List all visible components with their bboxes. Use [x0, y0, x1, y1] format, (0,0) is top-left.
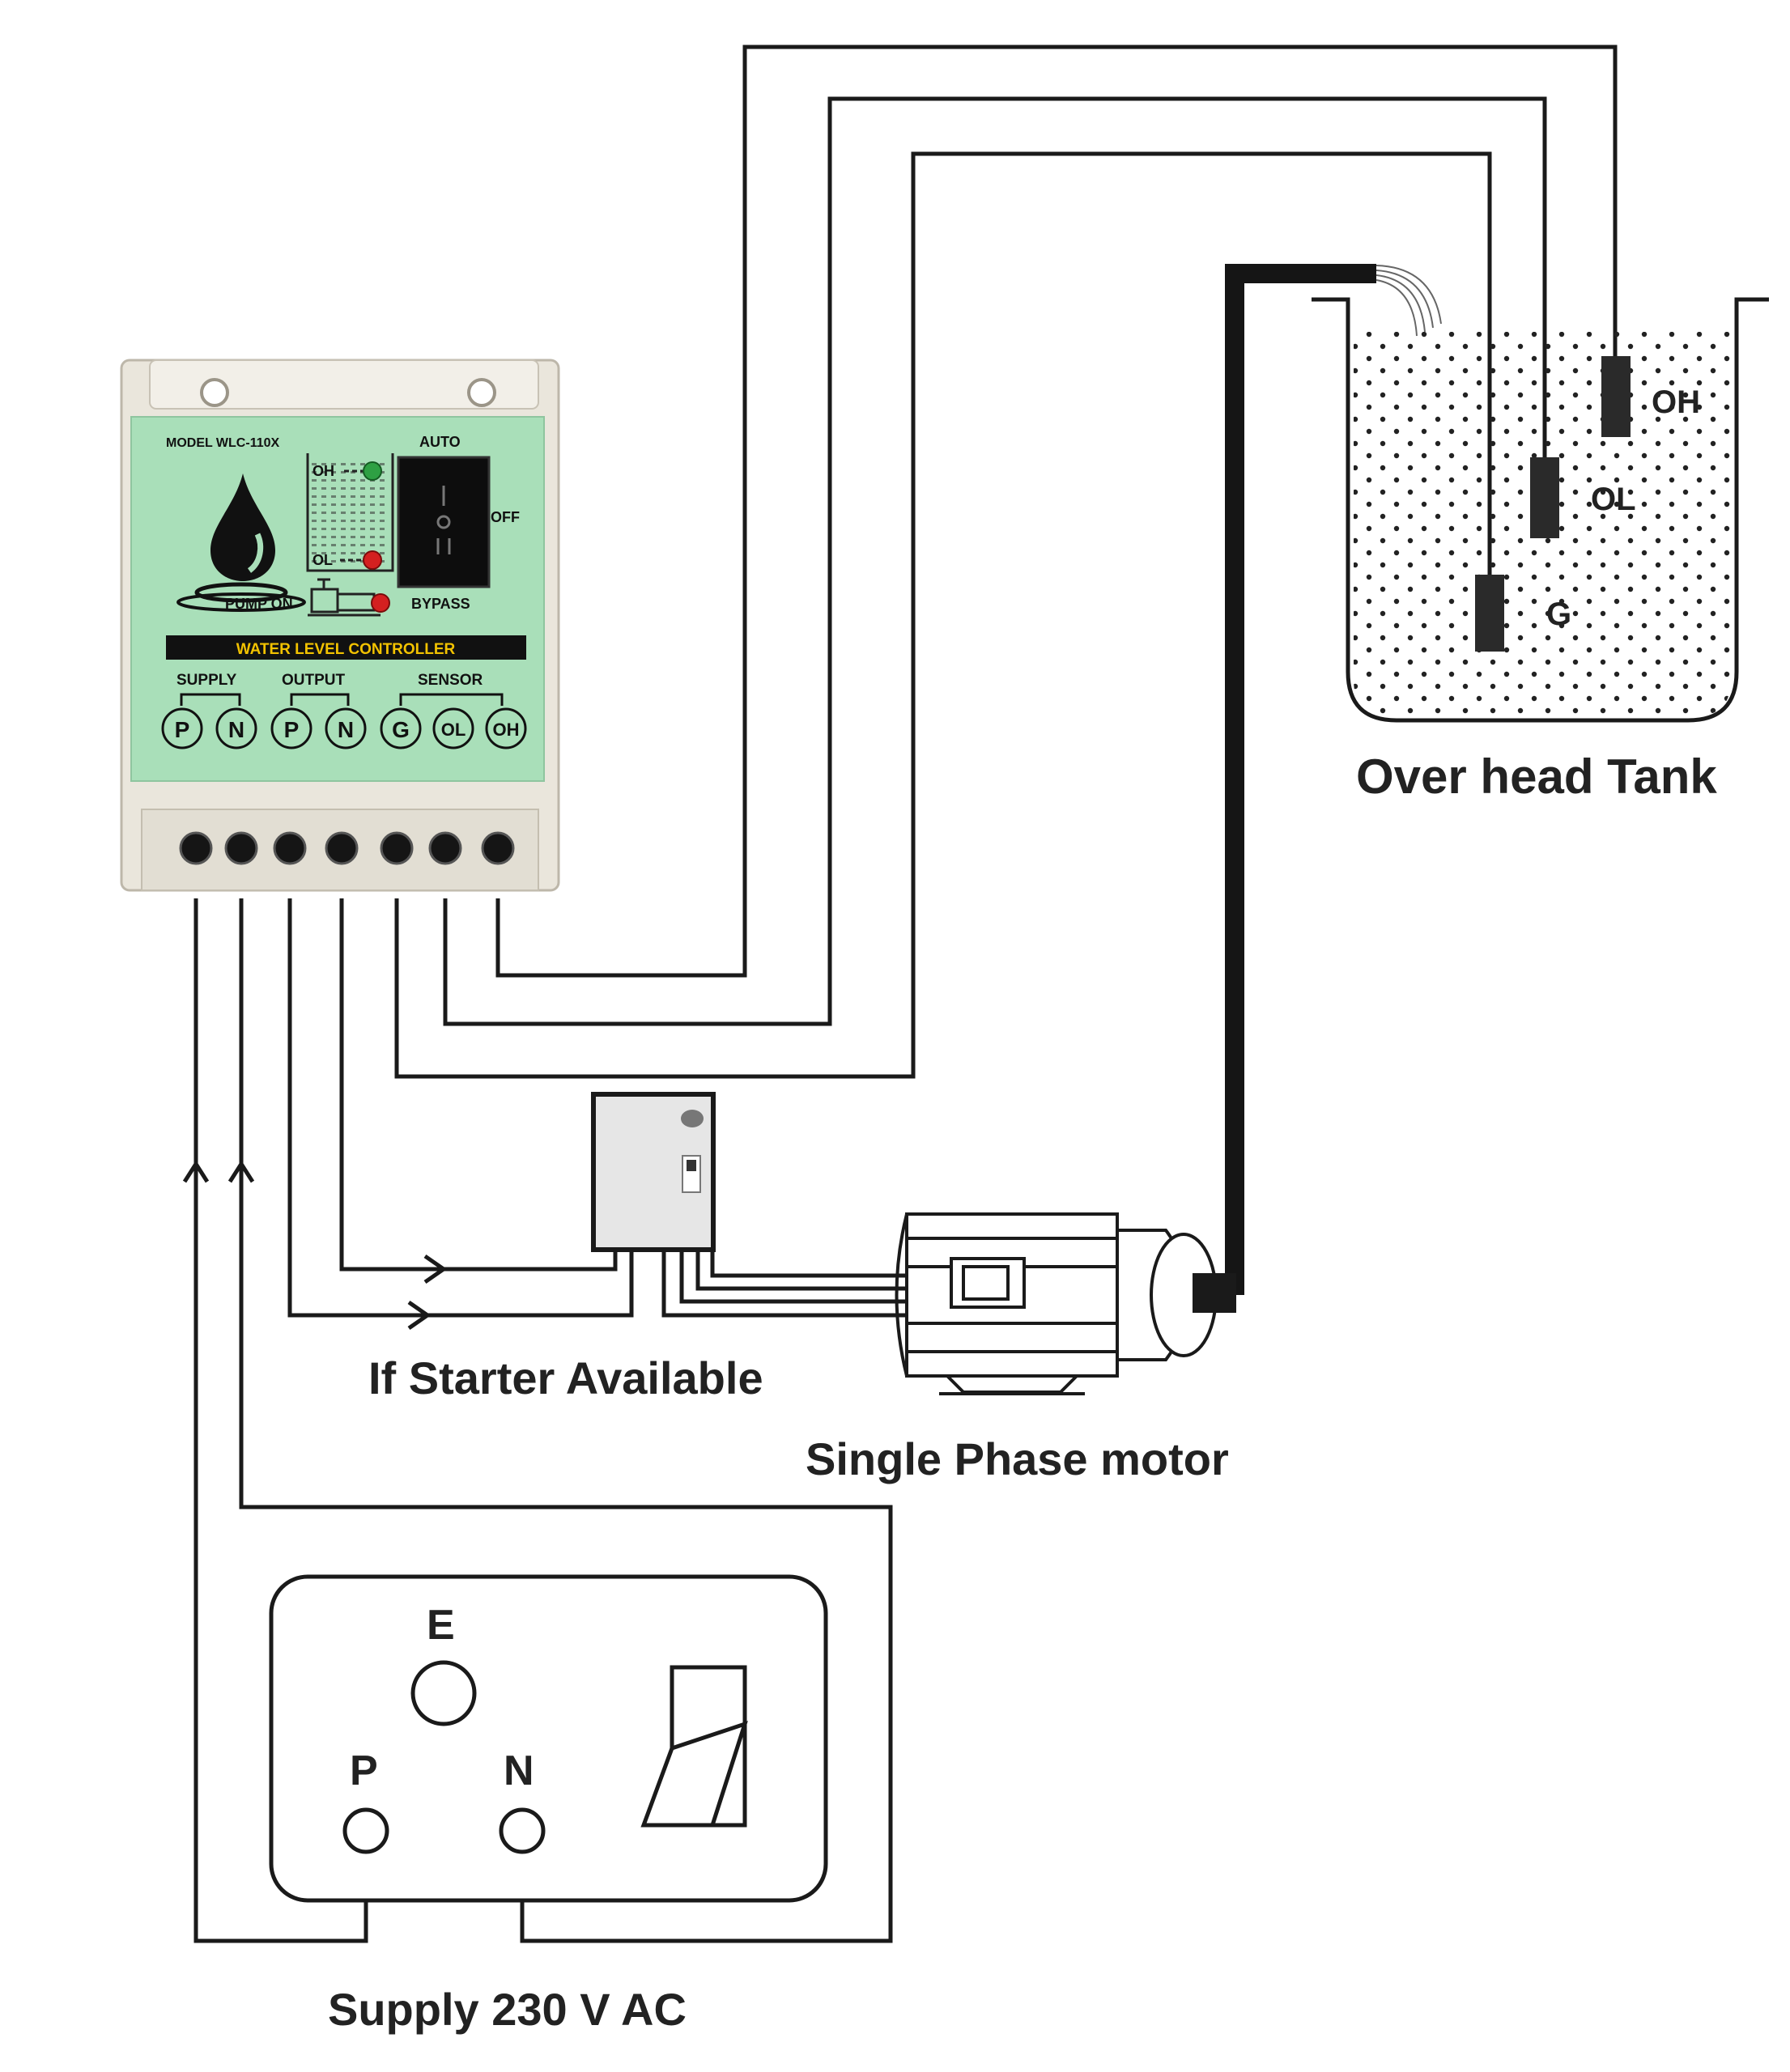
- terminal-supply-p: P: [175, 717, 190, 742]
- single-phase-motor: [895, 1212, 1236, 1395]
- group-supply-label: SUPPLY: [176, 672, 237, 689]
- socket-e-label: E: [427, 1602, 455, 1649]
- led-ol-red-icon: [363, 550, 382, 570]
- overhead-tank: OH OL G: [1312, 297, 1769, 723]
- led-oh-green-icon: [363, 461, 382, 481]
- wire-supply-n: [239, 898, 893, 1943]
- starter: [591, 1092, 716, 1252]
- switch-off-label: OFF: [491, 509, 520, 525]
- socket-switch[interactable]: [640, 1665, 748, 1828]
- sensor-wires: [394, 45, 1618, 1079]
- model-label: MODEL WLC-110X: [166, 436, 280, 450]
- screw-terminals: [179, 831, 515, 865]
- probe-g: [1475, 575, 1504, 652]
- tank-label: Over head Tank: [1356, 749, 1717, 804]
- indicator-oh-label: OH: [313, 463, 334, 479]
- wire-output-n: [339, 898, 618, 1272]
- probe-g-label: G: [1546, 597, 1571, 632]
- socket-p-label: P: [350, 1747, 378, 1794]
- switch-auto-label: AUTO: [419, 434, 461, 450]
- bracket-output: [290, 693, 350, 706]
- controller: MODEL WLC-110X OH OL AUTO OF: [120, 359, 560, 892]
- led-pump-red-icon: [371, 593, 390, 613]
- terminal-output-n: N: [338, 717, 354, 742]
- wire-oh-sensor: [495, 45, 1618, 978]
- screw-terminal[interactable]: [428, 831, 462, 865]
- wire-starter-motor-1: [661, 1250, 931, 1318]
- arrow-supply-p: [182, 1160, 210, 1183]
- terminal-output-p: P: [284, 717, 300, 742]
- controller-title: WATER LEVEL CONTROLLER: [236, 641, 456, 658]
- delivery-pipe: [1225, 264, 1442, 1295]
- title-bar: [166, 635, 526, 660]
- starter-label: If Starter Available: [368, 1352, 763, 1403]
- wire-ol-sensor: [443, 96, 1547, 1026]
- wire-output-p: [287, 898, 634, 1318]
- screw-terminal[interactable]: [325, 831, 359, 865]
- group-output-label: OUTPUT: [282, 672, 346, 689]
- probe-ol-label: OL: [1591, 482, 1636, 517]
- starter-to-motor-wires: [661, 1250, 931, 1318]
- arrow-supply-n: [227, 1160, 255, 1183]
- screw-terminal[interactable]: [380, 831, 414, 865]
- terminal-sensor-oh: OH: [493, 720, 520, 740]
- socket-earth-hole: [410, 1660, 477, 1726]
- indicator-ol-label: OL: [313, 552, 333, 568]
- screw-terminal[interactable]: [179, 831, 213, 865]
- motor-label: Single Phase motor: [806, 1433, 1229, 1484]
- pump-icon: [308, 578, 381, 617]
- mode-switch[interactable]: AUTO OFF BYPASS: [397, 434, 520, 612]
- supply-socket: E P N: [269, 1574, 828, 1903]
- water-drop-logo: [176, 473, 306, 612]
- probe-oh-label: OH: [1652, 384, 1700, 420]
- wire-starter-motor-2: [679, 1250, 931, 1304]
- screw-terminal[interactable]: [224, 831, 258, 865]
- mounting-hole-right: [467, 378, 496, 407]
- supply-label: Supply 230 V AC: [328, 1984, 687, 2035]
- switch-bypass-label: BYPASS: [411, 596, 470, 612]
- wire-g-sensor: [394, 151, 1492, 1079]
- socket-phase-hole: [342, 1807, 389, 1854]
- bracket-supply: [180, 693, 241, 706]
- group-sensor-label: SENSOR: [418, 672, 483, 689]
- starter-indicator-icon: [681, 1110, 704, 1127]
- controller-top-tab: [149, 359, 539, 410]
- screw-terminal[interactable]: [273, 831, 307, 865]
- socket-neutral-hole: [499, 1807, 546, 1854]
- terminal-sensor-g: G: [392, 717, 410, 742]
- arrow-output-p: [407, 1300, 432, 1331]
- terminal-labels: P N P N G OL OH: [161, 707, 527, 749]
- level-indicator: OH OL: [306, 453, 394, 572]
- screw-terminal[interactable]: [481, 831, 515, 865]
- wire-starter-motor-3: [695, 1250, 931, 1291]
- pump-on-label: PUMP ON: [225, 596, 293, 612]
- pump-on-indicator: PUMP ON: [225, 578, 390, 617]
- output-wires: [287, 898, 634, 1331]
- mounting-hole-left: [200, 378, 229, 407]
- probe-oh: [1601, 356, 1631, 437]
- bracket-sensor: [399, 693, 504, 706]
- wire-starter-motor-4: [710, 1250, 931, 1278]
- terminal-supply-n: N: [228, 717, 244, 742]
- tank-outline: [1312, 297, 1769, 723]
- terminal-sensor-ol: OL: [441, 720, 466, 740]
- probe-ol: [1530, 457, 1559, 538]
- socket-n-label: N: [504, 1747, 534, 1794]
- rocker-switch[interactable]: [397, 456, 491, 588]
- arrow-output-n: [423, 1254, 448, 1284]
